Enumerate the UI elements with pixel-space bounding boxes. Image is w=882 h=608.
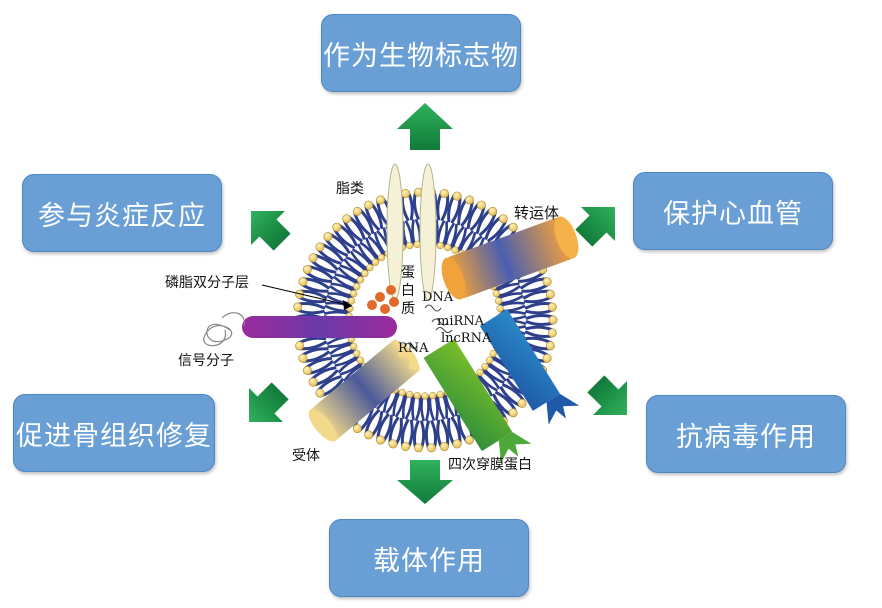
lipid-label: 脂类 xyxy=(336,181,364,197)
tetraspanin-label: 四次穿膜蛋白 xyxy=(448,457,532,473)
arrow-up-icon xyxy=(397,103,453,150)
signal-molecule-icon xyxy=(203,312,245,347)
receptor-label: 受体 xyxy=(292,448,320,464)
protein-label-1: 蛋 xyxy=(401,265,415,281)
arrow-lower-left-icon xyxy=(249,382,289,422)
dna-label: DNA xyxy=(422,290,454,305)
biomarker-box: 作为生物标志物 xyxy=(321,14,521,92)
antiviral-box: 抗病毒作用 xyxy=(646,395,846,473)
arrow-down-icon xyxy=(397,460,453,504)
rna-squiggles xyxy=(404,304,453,350)
phospholipid-bilayer-label: 磷脂双分子层 xyxy=(165,275,249,291)
carrier-box: 载体作用 xyxy=(329,519,529,597)
cardiovascular-box: 保护心血管 xyxy=(633,172,833,250)
mirna-label: miRNA xyxy=(437,314,485,329)
inflammation-box: 参与炎症反应 xyxy=(22,174,222,252)
lncrna-label: lncRNA xyxy=(441,331,492,346)
protein-label-2: 白 xyxy=(401,283,415,299)
transporter-cylinder xyxy=(441,216,579,300)
rna-label: RNA xyxy=(398,341,429,356)
lipid-raft-right xyxy=(419,163,437,301)
tetraspanin-graphic xyxy=(423,338,532,463)
arrow-upper-right-icon xyxy=(575,207,615,247)
transporter-label: 转运体 xyxy=(514,204,560,222)
bone-repair-box: 促进骨组织修复 xyxy=(13,394,215,472)
arrow-upper-left-icon xyxy=(251,211,291,251)
signal-receptor-bar xyxy=(242,316,397,338)
phospholipid-bilayer-graphic xyxy=(292,187,558,453)
arrow-lower-right-icon xyxy=(587,375,627,415)
receptor-graphic xyxy=(308,339,420,442)
protein-label-3: 质 xyxy=(401,301,415,317)
bilayer-callout-line xyxy=(261,284,353,307)
signal-molecule-label: 信号分子 xyxy=(178,353,234,369)
blue-membrane-protein xyxy=(479,309,580,425)
protein-dots xyxy=(367,285,399,314)
